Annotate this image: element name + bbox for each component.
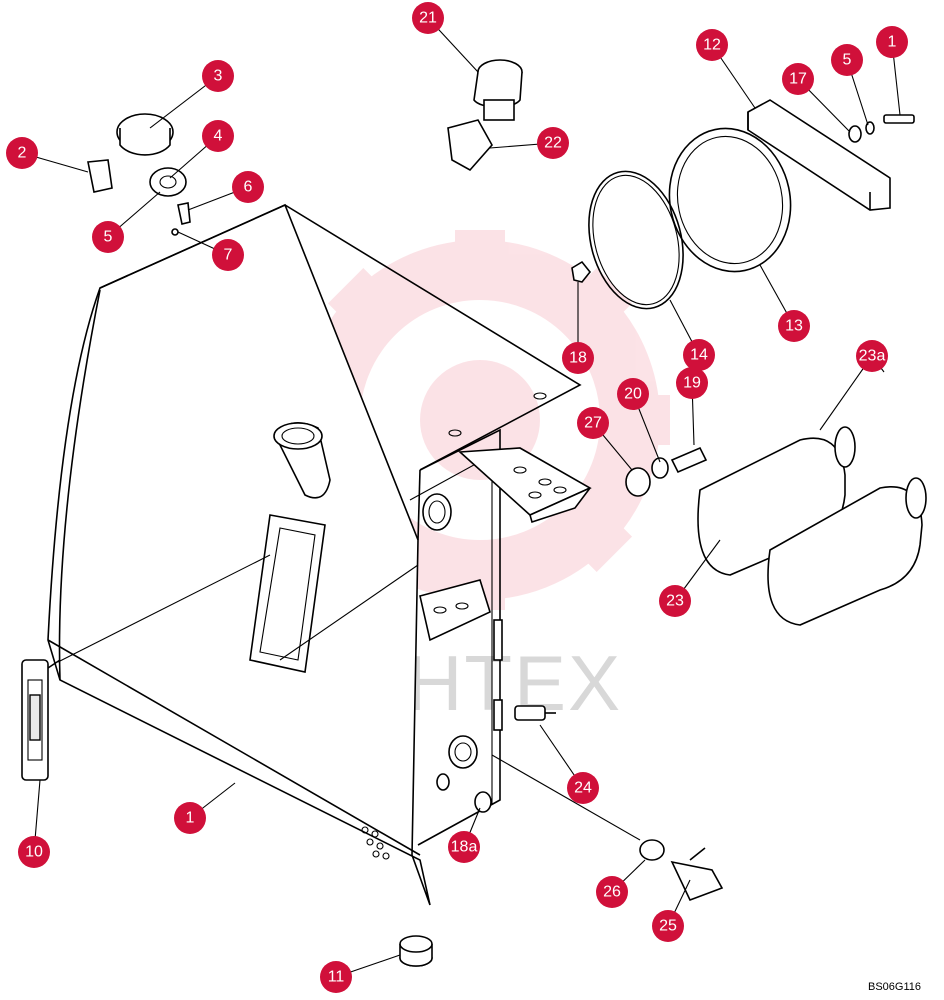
callout-label: 23 <box>666 593 684 610</box>
callout-badge-c7: 7 <box>212 239 244 271</box>
callout-label: 6 <box>244 179 253 196</box>
callout-circle <box>412 2 444 34</box>
callout-label: 22 <box>544 135 562 152</box>
callout-circle <box>577 407 609 439</box>
callout-label: 14 <box>690 347 708 364</box>
leader-lines <box>57 355 885 841</box>
callout-badge-c18: 18 <box>562 342 594 374</box>
callout-badge-c10: 10 <box>18 836 50 868</box>
callout-circle <box>202 60 234 92</box>
callout-circle <box>778 310 810 342</box>
callout-circle <box>652 910 684 942</box>
drawing-code: BS06G116 <box>868 981 921 993</box>
callout-badge-c23: 23 <box>659 585 691 617</box>
filter-fitting <box>447 59 523 172</box>
callout-circle <box>856 340 888 372</box>
callout-circle <box>596 876 628 908</box>
callout-badge-c22: 22 <box>537 127 569 159</box>
callout-label: 12 <box>703 37 721 54</box>
watermark-gear-tooth <box>327 267 392 332</box>
watermark-gear-tooth <box>568 508 633 573</box>
return-fittings <box>625 446 708 497</box>
callout-badge-c5a: 5 <box>92 221 124 253</box>
callout-label: 24 <box>574 780 592 797</box>
callout-badge-c5b: 5 <box>831 44 863 76</box>
callout-label: 27 <box>584 415 602 432</box>
callout-circle <box>659 585 691 617</box>
callout-label: 25 <box>659 918 677 935</box>
callout-label: 1 <box>186 810 195 827</box>
watermark-gear-tooth <box>568 267 633 332</box>
callout-badge-c13: 13 <box>778 310 810 342</box>
callout-label: 18 <box>569 350 587 367</box>
callout-circle <box>232 171 264 203</box>
cover-assembly <box>571 99 915 310</box>
callout-badge-c6: 6 <box>232 171 264 203</box>
callout-circle <box>617 378 649 410</box>
callout-circle <box>567 772 599 804</box>
callout-label: 10 <box>25 844 43 861</box>
callout-badge-c17: 17 <box>782 63 814 95</box>
callout-badge-c1b: 1 <box>174 802 206 834</box>
callout-label: 5 <box>104 229 113 246</box>
callout-circle <box>448 831 480 863</box>
callout-label: 5 <box>843 52 852 69</box>
callout-badge-c14: 14 <box>683 339 715 371</box>
drain-fittings <box>474 705 724 902</box>
callout-circle <box>92 221 124 253</box>
sight-gauge <box>21 659 61 781</box>
callout-circle <box>6 137 38 169</box>
callout-badge-c24: 24 <box>567 772 599 804</box>
breather-parts <box>87 113 191 236</box>
callout-circle <box>676 367 708 399</box>
callout-label: 20 <box>624 386 642 403</box>
callout-circle <box>876 26 908 58</box>
callout-badge-c11: 11 <box>320 961 352 993</box>
callout-circle <box>537 127 569 159</box>
plug-cap <box>399 935 433 967</box>
callout-badge-c25: 25 <box>652 910 684 942</box>
callout-circle <box>782 63 814 95</box>
hydraulic-tank <box>47 203 592 906</box>
callout-label: 4 <box>214 128 223 145</box>
callout-circle <box>212 239 244 271</box>
callout-circle <box>174 802 206 834</box>
callout-label: 18a <box>451 839 478 856</box>
callout-badge-c23a: 23a <box>856 340 888 372</box>
callout-badge-c4: 4 <box>202 120 234 152</box>
callout-badge-c12: 12 <box>696 29 728 61</box>
callout-badge-c21: 21 <box>412 2 444 34</box>
callout-badge-c18a: 18a <box>448 831 480 863</box>
callout-badge-c19: 19 <box>676 367 708 399</box>
callout-label: 19 <box>683 375 701 392</box>
callout-circle <box>831 44 863 76</box>
callout-circle <box>320 961 352 993</box>
callout-circle <box>696 29 728 61</box>
callout-badge-c20: 20 <box>617 378 649 410</box>
callout-badge-c26: 26 <box>596 876 628 908</box>
callout-badge-c2: 2 <box>6 137 38 169</box>
callout-label: 17 <box>789 71 807 88</box>
watermark-gear-tooth <box>455 230 505 270</box>
callout-label: 3 <box>214 68 223 85</box>
filter-elements <box>697 426 927 626</box>
callout-circle <box>562 342 594 374</box>
callout-label: 7 <box>224 247 233 264</box>
callout-circle <box>18 836 50 868</box>
callout-label: 26 <box>603 884 621 901</box>
callout-label: 2 <box>18 145 27 162</box>
callout-label: 13 <box>785 318 803 335</box>
callout-badge-c3: 3 <box>202 60 234 92</box>
callout-circle <box>683 339 715 371</box>
callout-label: 21 <box>419 10 437 27</box>
callout-label: 1 <box>888 34 897 51</box>
callout-badge-c1a: 1 <box>876 26 908 58</box>
callout-badge-c27: 27 <box>577 407 609 439</box>
callout-circle <box>202 120 234 152</box>
callout-label: 11 <box>328 969 345 986</box>
callout-label: 23a <box>859 348 886 365</box>
